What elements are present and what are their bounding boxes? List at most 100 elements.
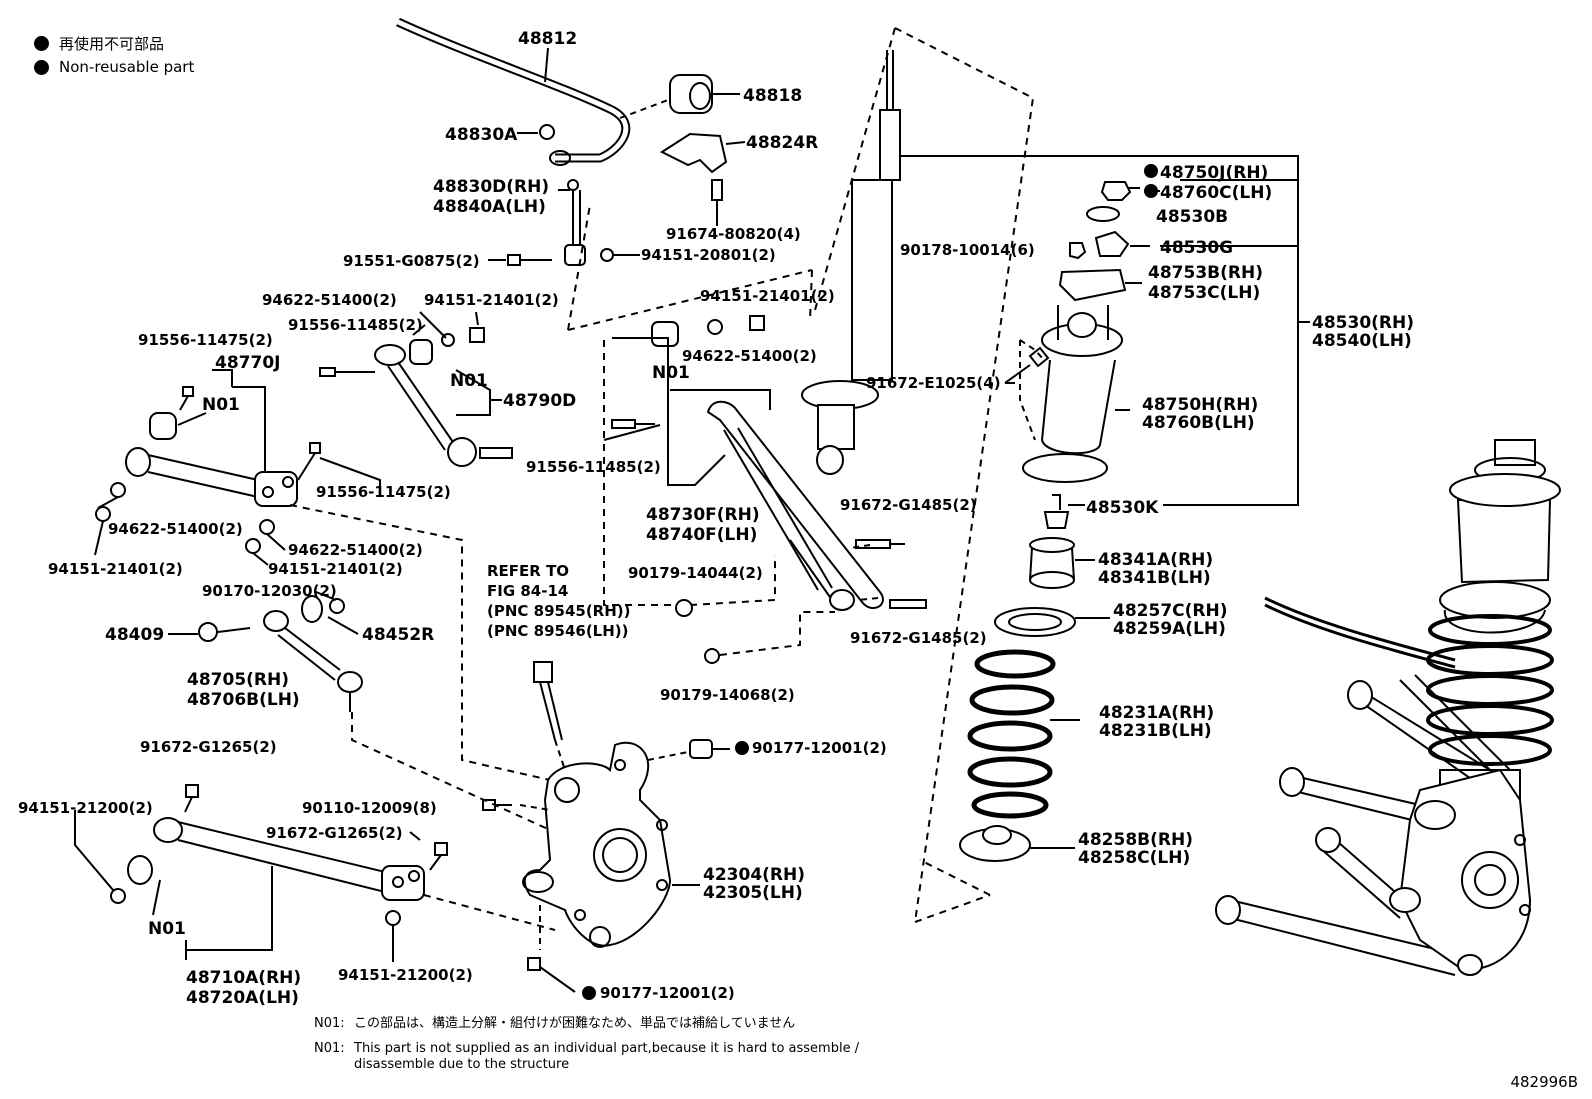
label-48540: 48540(LH) xyxy=(1312,331,1412,351)
arm-48710A-shape xyxy=(127,817,425,901)
label-91672-E1025: 91672-E1025(4) xyxy=(866,374,1001,392)
arm-48770J-shape xyxy=(125,412,298,507)
label-94151-21200-a: 94151-21200(2) xyxy=(18,799,153,817)
label-48258B: 48258B(RH) xyxy=(1078,830,1193,850)
legend-jp: 再使用不可部品 xyxy=(34,33,164,54)
label-91556-11485-b: 91556-11485(2) xyxy=(526,458,661,476)
label-90179-14044: 90179-14044(2) xyxy=(628,564,763,582)
label-48750H: 48750H(RH) xyxy=(1142,395,1258,415)
refer-line-3: (PNC 89545(RH)) xyxy=(487,602,631,620)
label-48730F: 48730F(RH) xyxy=(646,505,760,525)
label-90178: 90178-10014(6) xyxy=(900,241,1035,259)
label-90170: 90170-12030(2) xyxy=(202,582,337,600)
label-94151-d: 94151-21401(2) xyxy=(268,560,403,578)
label-48341A: 48341A(RH) xyxy=(1098,550,1213,570)
label-n01-c: N01 xyxy=(202,395,240,415)
note-jp-text: この部品は、構造上分解・組付けが困難なため、単品では補給していません xyxy=(354,1016,796,1031)
note-tag: N01: xyxy=(314,1016,345,1031)
label-48530: 48530(RH) xyxy=(1312,313,1414,333)
label-48760C: 48760C(LH) xyxy=(1160,183,1272,203)
stabilizer-link-shape xyxy=(564,179,586,266)
note-jp: N01: この部品は、構造上分解・組付けが困難なため、単品では補給していません xyxy=(314,1016,795,1032)
non-reusable-dot-icon xyxy=(735,741,749,755)
label-48409: 48409 xyxy=(105,625,164,645)
label-48760B: 48760B(LH) xyxy=(1142,413,1255,433)
label-48753B: 48753B(RH) xyxy=(1148,263,1263,283)
knuckle-42304-shape xyxy=(522,741,672,948)
label-n01-a: N01 xyxy=(450,371,488,391)
label-48750J: 48750J(RH) xyxy=(1160,163,1268,183)
label-n01-b: N01 xyxy=(652,363,690,383)
refer-line-4: (PNC 89546(LH)) xyxy=(487,622,629,640)
label-91551: 91551-G0875(2) xyxy=(343,252,480,270)
label-48257C: 48257C(RH) xyxy=(1113,601,1227,621)
legend-en: Non-reusable part xyxy=(34,58,194,76)
non-reusable-dot-icon xyxy=(1144,164,1158,178)
legend-en-text: Non-reusable part xyxy=(59,58,195,76)
label-91556-11475-a: 91556-11475(2) xyxy=(138,331,273,349)
bolt-91551-shape xyxy=(507,254,552,266)
label-48258C: 48258C(LH) xyxy=(1078,848,1190,868)
label-91672-G1485-b: 91672-G1485(2) xyxy=(850,629,987,647)
label-48812: 48812 xyxy=(518,29,577,49)
refer-line-2: FIG 84-14 xyxy=(487,582,568,600)
label-48341B: 48341B(LH) xyxy=(1098,568,1211,588)
label-48530B: 48530B xyxy=(1156,207,1228,227)
label-91556-11485-a: 91556-11485(2) xyxy=(288,316,423,334)
label-94151-20801: 94151-20801(2) xyxy=(641,246,776,264)
label-48824R: 48824R xyxy=(746,133,818,153)
abs-sensor-shape xyxy=(533,661,563,741)
label-48530K: 48530K xyxy=(1086,498,1159,518)
label-48259A: 48259A(LH) xyxy=(1113,619,1226,639)
label-48706B: 48706B(LH) xyxy=(187,690,300,710)
bracket-48824R-shape xyxy=(659,132,728,174)
non-reusable-dot-icon xyxy=(34,36,49,51)
label-48830D: 48830D(RH) xyxy=(433,177,549,197)
label-48452R: 48452R xyxy=(362,625,434,645)
label-48720A: 48720A(LH) xyxy=(186,988,299,1008)
non-reusable-dot-icon xyxy=(34,59,49,75)
note-tag: N01: xyxy=(314,1041,345,1056)
label-94151-c: 94151-21401(2) xyxy=(48,560,183,578)
coil-spring-shape xyxy=(967,649,1056,819)
label-48740F: 48740F(LH) xyxy=(646,525,757,545)
label-90177-b: 90177-12001(2) xyxy=(600,984,735,1002)
nut-48750J-shape xyxy=(1100,181,1132,201)
label-94151-b: 94151-21401(2) xyxy=(700,287,835,305)
note-en-line2: disassemble due to the structure xyxy=(354,1057,570,1072)
label-48840A: 48840A(LH) xyxy=(433,197,546,217)
note-en-line1: This part is not supplied as an individu… xyxy=(354,1041,860,1056)
label-91672-G1485-a: 91672-G1485(2) xyxy=(840,496,977,514)
label-94622-c: 94622-51400(2) xyxy=(108,520,243,538)
label-94622-b: 94622-51400(2) xyxy=(682,347,817,365)
note-en: N01: This part is not supplied as an indi… xyxy=(314,1041,859,1057)
non-reusable-dot-icon xyxy=(1144,184,1158,198)
label-90179-14068: 90179-14068(2) xyxy=(660,686,795,704)
label-91672-G1265-a: 91672-G1265(2) xyxy=(140,738,277,756)
label-42305: 42305(LH) xyxy=(703,883,803,903)
shock-absorber-shape xyxy=(801,50,901,475)
label-90110: 90110-12009(8) xyxy=(302,799,437,817)
label-48753C: 48753C(LH) xyxy=(1148,283,1260,303)
bushing-48818-shape xyxy=(669,74,713,114)
label-91674: 91674-80820(4) xyxy=(666,225,801,243)
label-48231B: 48231B(LH) xyxy=(1099,721,1212,741)
figure-number: 482996B xyxy=(1510,1073,1578,1091)
washer-48530B-shape xyxy=(1086,206,1120,222)
label-n01-d: N01 xyxy=(148,919,186,939)
label-48790D: 48790D xyxy=(503,391,576,411)
label-42304: 42304(RH) xyxy=(703,865,805,885)
label-91556-11475-b: 91556-11475(2) xyxy=(316,483,451,501)
arm-48730F-shape xyxy=(651,315,884,611)
label-48231A: 48231A(RH) xyxy=(1099,703,1214,723)
insulator-48258B-shape xyxy=(959,825,1031,862)
label-48705: 48705(RH) xyxy=(187,670,289,690)
label-94151-a: 94151-21401(2) xyxy=(424,291,559,309)
label-94622-d: 94622-51400(2) xyxy=(288,541,423,559)
non-reusable-dot-icon xyxy=(582,986,596,1000)
label-94151-21200-b: 94151-21200(2) xyxy=(338,966,473,984)
label-48830A: 48830A xyxy=(445,125,518,145)
support-48750H-shape xyxy=(1022,305,1123,483)
stabilizer-bar-inner xyxy=(396,19,629,161)
